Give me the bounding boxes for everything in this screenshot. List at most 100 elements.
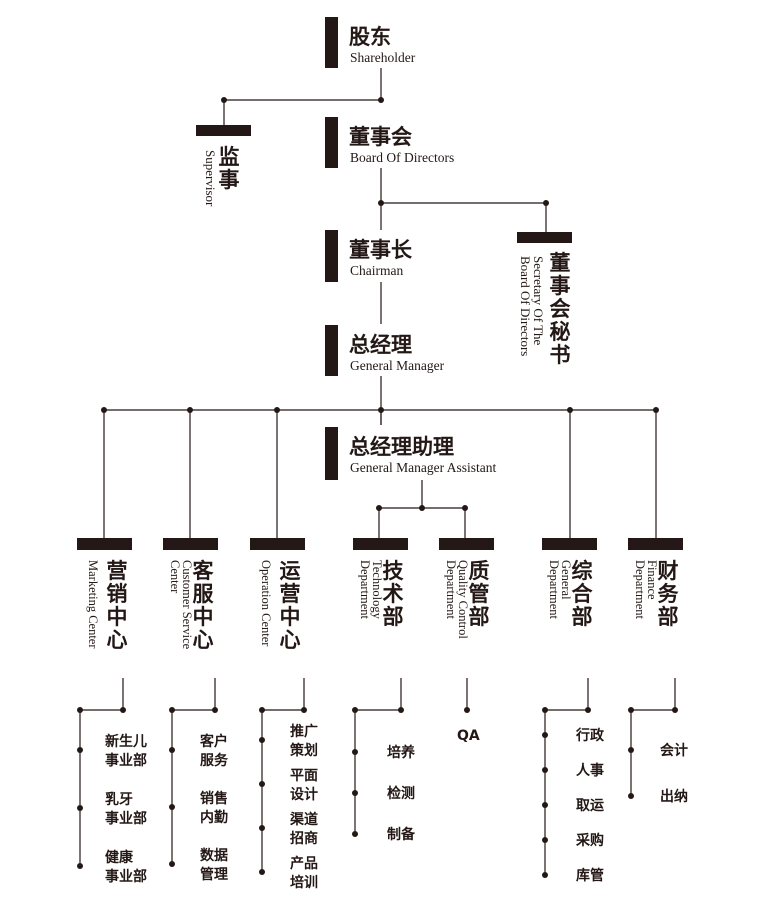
customer-service-center-sub-dot <box>169 804 175 810</box>
general-department-title-char: 综 <box>572 559 593 583</box>
junction-dot <box>378 200 384 206</box>
general-department-title-char: 合 <box>572 582 594 606</box>
technology-department-sub-item: 培养 <box>387 744 416 761</box>
customer-service-center-title-char: 服 <box>193 582 215 606</box>
operation-center-sub-dot <box>259 825 265 831</box>
technology-department-bar <box>353 538 408 550</box>
marketing-center-title-char: 心 <box>107 628 128 652</box>
board-bar <box>325 117 338 168</box>
gm-assistant-english-label: General Manager Assistant <box>350 460 496 475</box>
operation-center-sub-dot <box>259 737 265 743</box>
customer-service-center-english-label: Customer Service <box>180 560 194 650</box>
general-department-sub-item: 行政 <box>575 727 605 744</box>
customer-service-center-english-label: Center <box>168 560 182 594</box>
technology-department-title-char: 术 <box>383 582 404 606</box>
customer-service-center-sub-item: 内勤 <box>200 809 228 826</box>
operation-center-sub-item: 推广 <box>290 723 318 740</box>
quality-control-department-title-char: 质 <box>469 559 490 583</box>
general-department-english-label: Department <box>547 560 561 620</box>
chairman-bar <box>325 230 338 282</box>
operation-center-title-char: 心 <box>280 628 301 652</box>
customer-service-center-sub-item: 服务 <box>200 752 229 769</box>
general-department-sub-dot <box>542 872 548 878</box>
secretary-english-label: Secretary Of The <box>531 256 546 346</box>
technology-department-sub-item: 检测 <box>387 785 415 802</box>
technology-department-title-char: 技 <box>383 559 405 583</box>
marketing-center-sub-dot <box>77 747 83 753</box>
operation-center-sub-item: 招商 <box>290 830 318 847</box>
supervisor-bar <box>196 125 251 136</box>
quality-control-department-sub-item: QA <box>457 728 480 744</box>
gm-bar <box>325 325 338 376</box>
gm-assistant-bar <box>325 427 338 480</box>
operation-center-sub-item: 产品 <box>290 855 318 872</box>
marketing-center-sub-item: 乳牙 <box>105 791 133 808</box>
marketing-center-sub-item: 健康 <box>105 849 134 866</box>
general-department-sub-dot <box>542 802 548 808</box>
secretary-title-char: 董 <box>550 251 571 275</box>
gm-title: 总经理 <box>349 333 412 357</box>
quality-control-department-title-char: 管 <box>469 582 490 606</box>
general-department-sub-item: 库管 <box>576 867 604 884</box>
customer-service-center-sub-dot <box>169 861 175 867</box>
customer-service-center-sub-dot <box>169 747 175 753</box>
junction-dot <box>378 97 384 103</box>
gm-assistant-title: 总经理助理 <box>349 435 454 459</box>
board-title: 董事会 <box>349 125 412 149</box>
technology-department-english-label: Technology <box>370 560 384 620</box>
supervisor-english-label: Supervisor <box>203 150 218 207</box>
general-department-sub-dot <box>542 767 548 773</box>
marketing-center-sub-item: 事业部 <box>105 868 147 885</box>
secretary-title-char: 会 <box>550 297 571 321</box>
general-department-sub-item: 人事 <box>576 762 604 779</box>
operation-center-sub-item: 平面 <box>290 768 318 784</box>
finance-department-english-label: Department <box>633 560 647 620</box>
shareholder-english-label: Shareholder <box>350 50 416 65</box>
general-department-bar <box>542 538 597 550</box>
board-english-label: Board Of Directors <box>350 150 454 165</box>
operation-center-sub-item: 渠道 <box>289 811 318 828</box>
operation-center-title-char: 运 <box>280 559 301 583</box>
general-department-sub-dot <box>542 732 548 738</box>
secretary-title-char: 书 <box>550 343 571 367</box>
finance-department-sub-dot <box>628 793 634 799</box>
technology-department-sub-dot <box>352 749 358 755</box>
chairman-title: 董事长 <box>349 238 413 262</box>
secretary-bar <box>517 232 572 243</box>
customer-service-center-sub-item: 销售 <box>200 790 228 807</box>
secretary-title-char: 事 <box>550 274 571 298</box>
shareholder-bar <box>325 17 338 68</box>
customer-service-center-title-char: 心 <box>193 628 214 652</box>
operation-center-english-label: Operation Center <box>259 560 273 647</box>
quality-control-department-title-char: 部 <box>469 605 490 629</box>
customer-service-center-bar <box>163 538 218 550</box>
marketing-center-english-label: Marketing Center <box>86 560 100 649</box>
general-department-sub-dot <box>542 837 548 843</box>
marketing-center-title-char: 销 <box>107 582 128 606</box>
junction-dot <box>464 707 470 713</box>
finance-department-sub-item: 出纳 <box>660 788 688 805</box>
quality-control-department-english-label: Quality Control <box>456 560 470 639</box>
technology-department-sub-item: 制备 <box>387 826 416 843</box>
customer-service-center-title-char: 客 <box>193 559 215 583</box>
marketing-center-title-char: 中 <box>107 605 128 629</box>
marketing-center-title-char: 营 <box>107 559 128 583</box>
general-department-english-label: General <box>559 560 573 600</box>
finance-department-title-char: 财 <box>658 559 679 583</box>
general-department-title-char: 部 <box>572 605 593 629</box>
operation-center-title-char: 中 <box>280 605 301 629</box>
customer-service-center-sub-item: 管理 <box>200 866 228 883</box>
gm-english-label: General Manager <box>350 358 445 373</box>
supervisor-title-char: 监 <box>219 145 240 169</box>
quality-control-department-bar <box>439 538 494 550</box>
general-department-sub-item: 采购 <box>575 832 604 849</box>
marketing-center-sub-item: 事业部 <box>105 752 147 769</box>
operation-center-sub-dot <box>259 781 265 787</box>
technology-department-sub-dot <box>352 831 358 837</box>
technology-department-title-char: 部 <box>383 605 404 629</box>
marketing-center-sub-item: 新生儿 <box>105 733 147 750</box>
shareholder-title: 股东 <box>349 25 391 49</box>
technology-department-sub-dot <box>352 790 358 796</box>
general-department-sub-item: 取运 <box>576 798 604 814</box>
